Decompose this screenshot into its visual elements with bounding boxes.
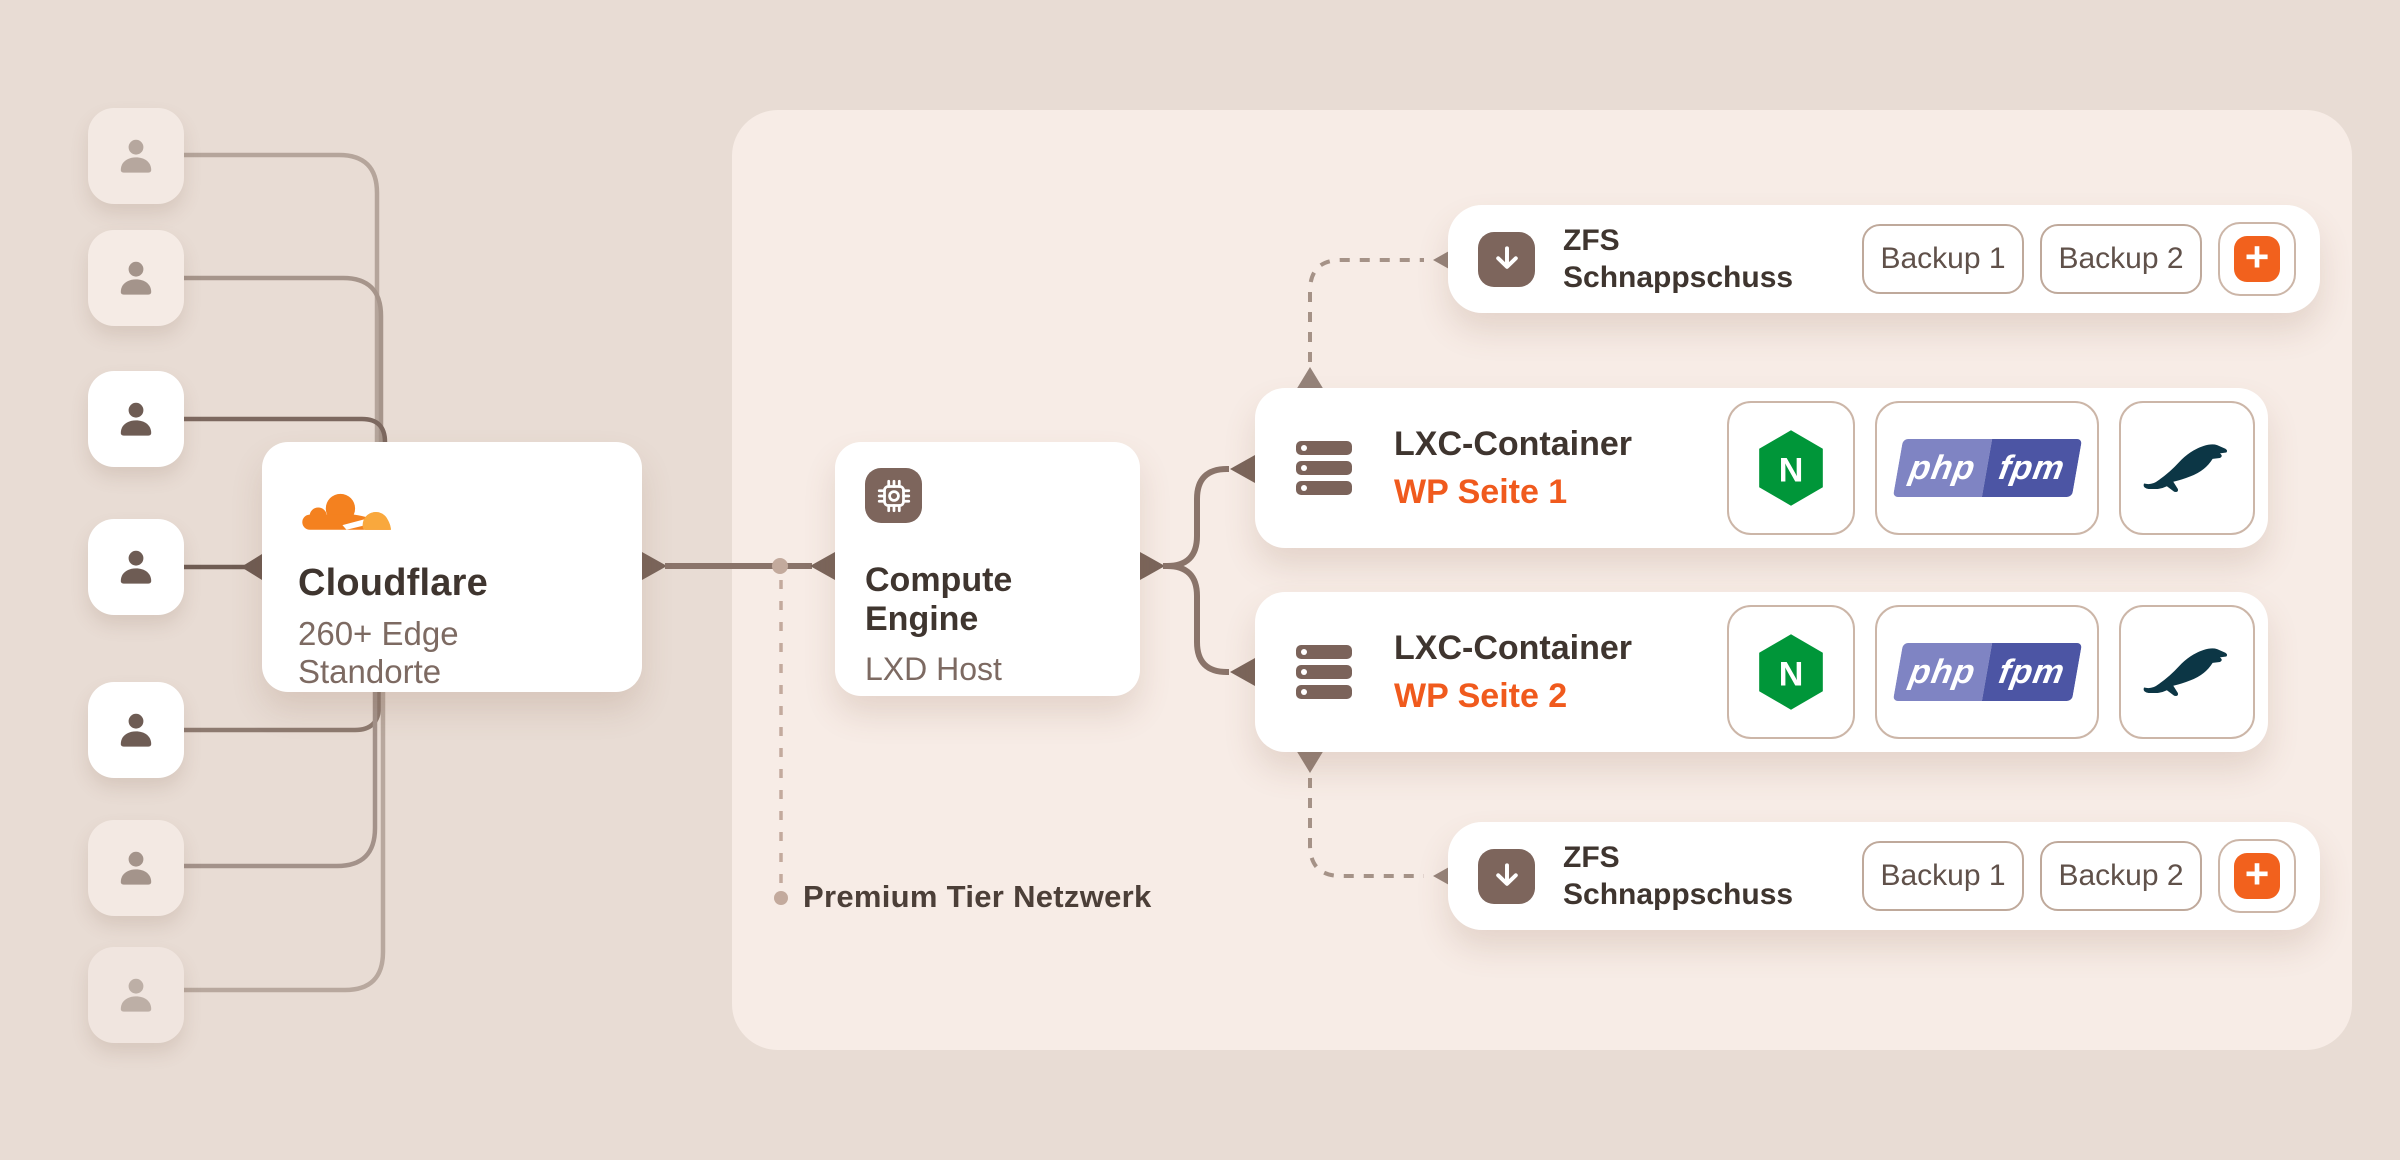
- cloudflare-title: Cloudflare: [298, 562, 488, 604]
- fpm-label: fpm: [1981, 439, 2082, 497]
- mariadb-chip: [2119, 605, 2255, 739]
- php-label: php: [1892, 439, 1993, 497]
- user-node: [88, 371, 184, 467]
- php-label: php: [1892, 643, 1993, 701]
- user-node: [88, 230, 184, 326]
- lxc-container-card-2: LXC-Container WP Seite 2 N php fpm: [1255, 592, 2268, 752]
- backup-2-button[interactable]: Backup 2: [2040, 224, 2202, 294]
- cloudflare-card: Cloudflare 260+ Edge Standorte: [262, 442, 642, 692]
- snapshot-dashed-line: [1308, 778, 1424, 878]
- lxc-title: LXC-Container: [1394, 424, 1632, 463]
- cloudflare-subtitle: 260+ Edge Standorte: [298, 615, 459, 690]
- mariadb-chip: [2119, 401, 2255, 535]
- add-backup-button[interactable]: +: [2218, 222, 2296, 296]
- svg-text:N: N: [1779, 655, 1804, 693]
- php-fpm-chip: php fpm: [1875, 401, 2099, 535]
- cpu-badge: [865, 468, 922, 523]
- backup-2-button[interactable]: Backup 2: [2040, 841, 2202, 911]
- nginx-icon: N: [1759, 634, 1823, 710]
- premium-network-label: Premium Tier Netzwerk: [803, 879, 1152, 914]
- backup-1-button[interactable]: Backup 1: [1862, 224, 2024, 294]
- plus-icon: +: [2234, 853, 2280, 899]
- mariadb-seal-icon: [2143, 444, 2228, 492]
- zfs-snapshot-card-2: ZFS Schnappschuss Backup 1 Backup 2 +: [1448, 822, 2320, 930]
- arrowhead-icon: [1296, 367, 1324, 390]
- premium-network-dot: [774, 891, 788, 905]
- lxc-container-card-1: LXC-Container WP Seite 1 N php fpm: [1255, 388, 2268, 548]
- arrowhead-icon: [810, 552, 835, 580]
- arrowhead-icon: [642, 552, 667, 580]
- user-node: [88, 519, 184, 615]
- arrowhead-icon: [1230, 455, 1255, 483]
- user-icon: [120, 402, 152, 436]
- user-node: [88, 682, 184, 778]
- add-backup-button[interactable]: +: [2218, 839, 2296, 913]
- cpu-chip-icon: [877, 479, 910, 512]
- compute-engine-subtitle: LXD Host: [865, 651, 1002, 687]
- zfs-title: ZFS Schnappschuss: [1563, 841, 1794, 911]
- snapshot-dashed-line: [1308, 258, 1424, 362]
- arrowhead-icon: [1140, 552, 1165, 580]
- user-icon: [120, 851, 152, 885]
- snapshot-badge: [1478, 848, 1535, 904]
- user-icon: [120, 550, 152, 584]
- fpm-label: fpm: [1981, 643, 2082, 701]
- compute-engine-title: Compute Engine: [865, 561, 1013, 638]
- zfs-title: ZFS Schnappschuss: [1563, 224, 1794, 294]
- user-icon: [120, 261, 152, 295]
- network-node-dot: [772, 558, 788, 574]
- wp-site-label: WP Seite 2: [1394, 676, 1568, 715]
- arrowhead-icon: [1296, 750, 1324, 773]
- mariadb-seal-icon: [2143, 648, 2228, 696]
- php-fpm-chip: php fpm: [1875, 605, 2099, 739]
- server-stack-icon: [1296, 644, 1352, 700]
- backup-1-button[interactable]: Backup 1: [1862, 841, 2024, 911]
- svg-text:N: N: [1779, 451, 1804, 489]
- compute-engine-card: Compute Engine LXD Host: [835, 442, 1140, 696]
- nginx-chip: N: [1727, 605, 1855, 739]
- nginx-chip: N: [1727, 401, 1855, 535]
- php-fpm-logo: php fpm: [1892, 643, 2082, 701]
- download-icon: [1495, 246, 1518, 269]
- user-icon: [120, 139, 152, 173]
- server-stack-icon: [1296, 440, 1352, 496]
- lxc-title: LXC-Container: [1394, 628, 1632, 667]
- arrowhead-icon: [241, 554, 262, 580]
- download-icon: [1495, 863, 1518, 886]
- user-node: [88, 820, 184, 916]
- snapshot-badge: [1478, 231, 1535, 287]
- zfs-snapshot-card-1: ZFS Schnappschuss Backup 1 Backup 2 +: [1448, 205, 2320, 313]
- plus-icon: +: [2234, 236, 2280, 282]
- wp-site-label: WP Seite 1: [1394, 472, 1568, 511]
- user-node: [88, 108, 184, 204]
- arrowhead-icon: [1230, 658, 1255, 686]
- user-node: [88, 947, 184, 1043]
- cloudflare-logo-icon: [302, 493, 391, 530]
- php-fpm-logo: php fpm: [1892, 439, 2082, 497]
- user-icon: [120, 713, 152, 747]
- user-icon: [120, 978, 152, 1012]
- nginx-icon: N: [1759, 430, 1823, 506]
